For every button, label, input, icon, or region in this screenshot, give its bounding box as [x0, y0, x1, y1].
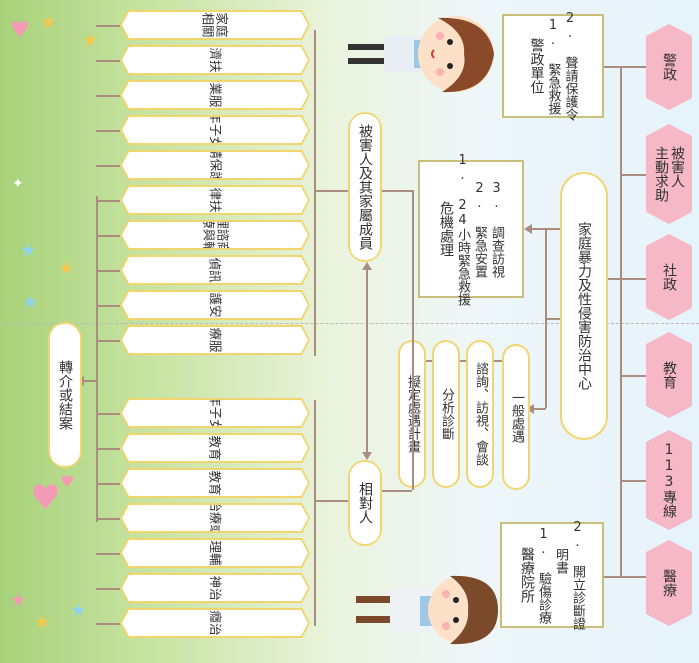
victim-service-item-label: 就業服務: [207, 69, 223, 121]
star-icon: ★: [70, 600, 87, 621]
victim-service-item: 庇護安置: [120, 290, 310, 320]
victim-service-item: 陪同報案偵訊（出庭）: [120, 255, 310, 285]
offender-service-item-label: 精神治療: [207, 562, 223, 614]
arrow-line: [545, 318, 560, 320]
arrow-line: [96, 130, 120, 132]
arrow-line: [96, 623, 120, 625]
arrow-line: [314, 500, 348, 502]
arrow-line: [620, 480, 646, 482]
star-icon: ★: [82, 30, 99, 51]
sparkle-icon: ✦: [12, 176, 24, 192]
arrow-head: [524, 224, 532, 234]
arrow-line: [460, 360, 466, 362]
arrow-line: [412, 190, 414, 490]
male-doctor-illustration: [356, 575, 498, 645]
arrow-line: [96, 588, 120, 590]
arrow-line: [96, 200, 120, 202]
victim-service-item-label: 經濟扶助: [207, 34, 223, 86]
victim-service-item: 經濟扶助: [120, 45, 310, 75]
victim-service-item: 法律扶助: [120, 185, 310, 215]
protection-center: 家庭暴力及性侵害防治中心: [560, 172, 608, 440]
source-police: 警政: [646, 24, 692, 110]
star-icon: ★: [20, 240, 37, 261]
offender-service-item: 其他治療或輔導: [120, 503, 310, 533]
arrow-line: [96, 413, 120, 415]
victim-service-item: 就業服務: [120, 80, 310, 110]
heart-icon: ♥: [60, 472, 75, 491]
offender-service-item: 親職教育輔導: [120, 468, 310, 498]
arrow-line: [426, 360, 432, 362]
offender-group: 相對人: [348, 460, 382, 546]
female-doctor-illustration: [348, 16, 494, 93]
police-unit-box: 警政單位 1. 緊急救援 2. 聲請保護令: [502, 11, 604, 121]
source-113-hotline: 113專線: [646, 430, 692, 530]
arrow-line: [96, 25, 120, 27]
arrow-line: [620, 375, 646, 377]
victim-service-item: 醫療服務: [120, 325, 310, 355]
arrow-line: [532, 408, 546, 410]
offender-bracket: [314, 400, 316, 626]
arrow-line: [82, 380, 96, 382]
star-icon: ★: [22, 292, 39, 313]
offender-service-item: 戒癮治療: [120, 608, 310, 638]
arrow-line: [494, 360, 502, 362]
source-connector: [620, 66, 622, 576]
offender-service-item: 心理輔導: [120, 538, 310, 568]
star-icon: ★: [10, 590, 27, 611]
medical-institution-box: 醫療院所 1. 驗傷診療 2. 開立診斷證 明書: [500, 520, 604, 630]
arrow-line: [96, 553, 120, 555]
arrow-line: [96, 235, 120, 237]
victim-group: 被害人及其家屬成員: [348, 112, 382, 262]
source-social: 社政: [646, 234, 692, 320]
arrow-line: [96, 448, 120, 450]
heart-icon: ♥: [10, 18, 30, 43]
arrow-line: [96, 518, 120, 520]
victim-service-item: 聲請保護令: [120, 150, 310, 180]
group-link: [366, 268, 368, 458]
arrow-line: [96, 60, 120, 62]
offender-service-item: 認知教育輔導: [120, 433, 310, 463]
arrow-line: [96, 305, 120, 307]
star-icon: ★: [40, 12, 57, 33]
victim-service-item: 目睹家庭暴力 兒少相關服務: [120, 10, 310, 40]
arrow-line: [620, 278, 646, 280]
source-medical: 醫療: [646, 540, 692, 626]
offender-service-item: 未成年子女會面: [120, 398, 310, 428]
offender-service-item: 精神治療: [120, 573, 310, 603]
exit-bracket: [96, 196, 98, 522]
star-icon: ★: [58, 258, 75, 279]
arrow-head: [362, 452, 372, 460]
arrow-line: [604, 576, 646, 578]
arrow-line: [96, 340, 120, 342]
crisis-handling-box: 危機處理 1. 24小時緊急救援 2. 緊急安置 3. 調查訪視: [418, 153, 524, 306]
star-icon: ★: [34, 612, 51, 633]
consultation-step: 諮詢、訪視、會談: [466, 340, 494, 488]
arrow-line: [96, 165, 120, 167]
arrow-line: [96, 483, 120, 485]
source-self-help: 被害人 主動求助: [646, 124, 692, 224]
general-handling: 一般處遇: [502, 344, 530, 490]
arrow-line: [96, 270, 120, 272]
arrow-line: [380, 190, 412, 192]
victim-service-item: 未成年子女會面: [120, 115, 310, 145]
victim-service-item-label: 法律扶助: [207, 174, 223, 226]
arrow-line: [604, 66, 646, 68]
arrow-head: [526, 404, 534, 414]
arrow-line: [380, 490, 412, 492]
arrow-head: [362, 262, 372, 270]
divider-line: [0, 323, 699, 324]
victim-service-item: 心理諮商、 治療與輔導: [120, 220, 310, 250]
source-education: 教育: [646, 332, 692, 418]
analysis-step: 分析診斷: [432, 340, 460, 488]
heart-icon: ♥: [30, 478, 61, 518]
arrow-line: [620, 174, 646, 176]
referral-or-close: 轉介或結案: [48, 322, 82, 468]
arrow-line: [96, 95, 120, 97]
arrow-line: [314, 190, 348, 192]
offender-service-item-label: 戒癮治療: [207, 597, 223, 649]
offender-service-item-label: 心理輔導: [207, 527, 223, 579]
victim-bracket: [314, 30, 316, 356]
